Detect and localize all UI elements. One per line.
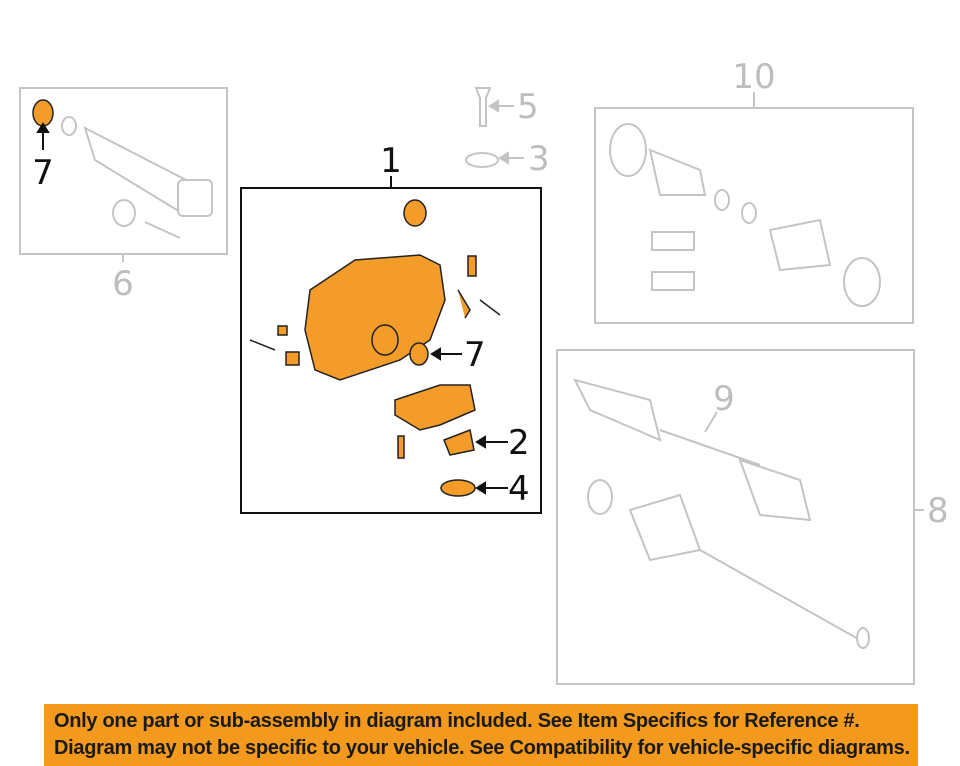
axle-tube-drawing: [61, 116, 213, 239]
seal-drawing: [403, 199, 427, 227]
disclaimer-line-1: Only one part or sub-assembly in diagram…: [54, 710, 860, 732]
callout-5: 5: [517, 87, 539, 127]
seal-7-highlight: [32, 99, 54, 127]
differential-housing-1: [304, 254, 446, 381]
cv-boot-kit-drawing: [609, 123, 881, 307]
callout-10: 10: [732, 57, 775, 97]
callout-3: 3: [528, 139, 550, 179]
washer-3-drawing: [465, 152, 499, 168]
callout-7: 7: [32, 153, 54, 193]
mount-bracket-drawing: [394, 384, 476, 431]
disclaimer-banner: Only one part or sub-assembly in diagram…: [44, 704, 918, 766]
drive-shaft-drawing: [573, 378, 870, 649]
bolt-5-drawing: [474, 87, 492, 127]
seal-7-drawing: [409, 342, 429, 366]
callout-4: 4: [508, 469, 530, 509]
callout-7-assembly: 7: [464, 335, 486, 375]
bushing-2-drawing: [443, 428, 475, 456]
callout-2: 2: [508, 423, 530, 463]
group-box-8: [556, 349, 915, 685]
washer-4-drawing: [440, 479, 476, 497]
disclaimer-line-2: Diagram may not be specific to your vehi…: [54, 737, 910, 759]
callout-6: 6: [112, 264, 134, 304]
callout-1: 1: [380, 141, 402, 181]
callout-9: 9: [713, 379, 735, 419]
callout-8: 8: [927, 491, 949, 531]
